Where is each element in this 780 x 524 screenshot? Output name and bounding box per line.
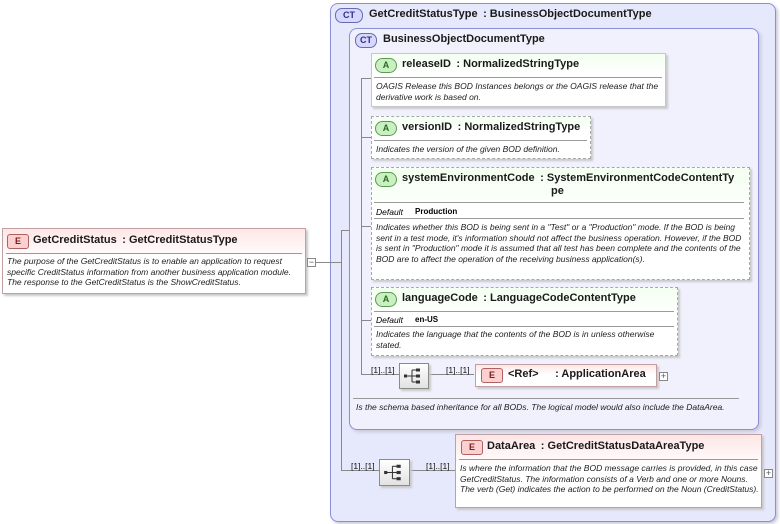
inner-type-title: BusinessObjectDocumentType	[383, 33, 545, 45]
attribute-title-line2: pe	[551, 185, 564, 197]
root-element-title: GetCreditStatus : GetCreditStatusType	[33, 234, 238, 246]
root-collapse-icon[interactable]: −	[307, 257, 316, 267]
attribute-description: Indicates whether this BOD is being sent…	[376, 222, 742, 264]
attribute-description: Indicates the language that the contents…	[376, 329, 655, 350]
attribute-description: Indicates the version of the given BOD d…	[376, 144, 560, 154]
root-element-box[interactable]	[2, 228, 306, 294]
attribute-language-code[interactable]	[371, 287, 678, 356]
inner-type-badge: CT	[355, 33, 377, 48]
data-area-title: DataArea : GetCreditStatusDataAreaType	[487, 440, 705, 452]
outer-type-badge: CT	[335, 8, 363, 23]
inner-type-description: Is the schema based inheritance for all …	[356, 402, 725, 412]
attribute-badge: A	[375, 121, 397, 136]
default-label: Default	[376, 315, 403, 325]
ref-expand-icon[interactable]: +	[659, 371, 668, 381]
ref-element-title: <Ref> : ApplicationArea	[508, 368, 646, 380]
attribute-description: OAGIS Release this BOD Instances belongs…	[376, 81, 659, 102]
default-label: Default	[376, 207, 403, 217]
inner-sequence-compositor[interactable]	[399, 363, 429, 389]
sequence-icon	[404, 368, 420, 384]
root-element-badge: E	[7, 234, 29, 249]
outer-sequence-compositor[interactable]	[379, 459, 410, 486]
attribute-badge: A	[375, 58, 397, 73]
inner-sequence-cardinality-right: [1]..[1]	[446, 365, 470, 375]
data-area-badge: E	[461, 440, 483, 455]
inner-sequence-cardinality-left: [1]..[1]	[371, 365, 395, 375]
attribute-title: releaseID : NormalizedStringType	[402, 58, 580, 70]
ref-element-badge: E	[481, 368, 503, 383]
sequence-icon	[384, 464, 401, 481]
element-data-area[interactable]	[455, 434, 762, 508]
outer-type-title: GetCreditStatusType : BusinessObjectDocu…	[369, 8, 652, 20]
data-area-expand-icon[interactable]: +	[764, 468, 773, 478]
attribute-title-line1: systemEnvironmentCode : SystemEnvironmen…	[402, 172, 735, 184]
attribute-title: languageCode : LanguageCodeContentType	[402, 292, 636, 304]
attribute-title: versionID : NormalizedStringType	[402, 121, 581, 133]
outer-sequence-cardinality-left: [1]..[1]	[351, 461, 375, 471]
attribute-badge: A	[375, 172, 397, 187]
default-value: en-US	[415, 315, 439, 324]
default-value: Production	[415, 207, 458, 216]
data-area-description: Is where the information that the BOD me…	[460, 463, 759, 494]
attribute-release-id[interactable]	[371, 53, 666, 107]
attribute-system-environment-code[interactable]	[371, 167, 750, 280]
ref-application-area[interactable]	[475, 364, 657, 387]
attribute-badge: A	[375, 292, 397, 307]
attribute-version-id[interactable]	[371, 116, 591, 159]
root-element-description: The purpose of the GetCreditStatus is to…	[7, 256, 291, 287]
outer-sequence-cardinality-right: [1]..[1]	[426, 461, 450, 471]
